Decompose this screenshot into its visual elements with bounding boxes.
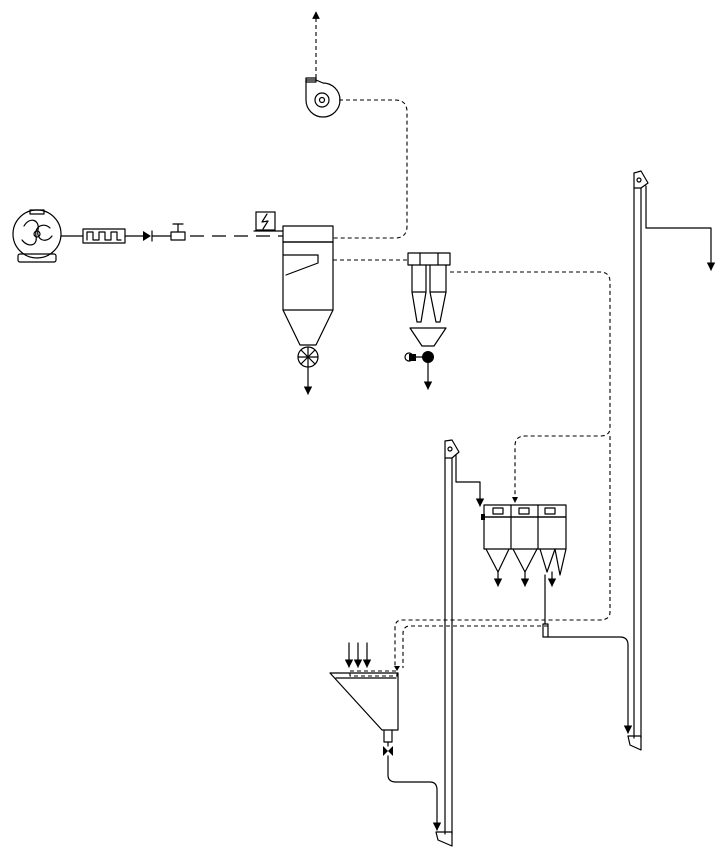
filter-outlet-valve	[542, 623, 549, 638]
roots-blower-icon	[12, 209, 62, 263]
exhaust-fan-icon	[305, 77, 341, 118]
filter-to-elevator-1-line	[547, 636, 633, 734]
dryer-rotary-valve-icon	[297, 346, 319, 368]
hopper-discharge-valve-icon	[383, 741, 393, 756]
twin-cyclone-icon	[407, 252, 451, 347]
spray-dryer-icon	[282, 225, 334, 346]
filter-return-line-2	[402, 625, 548, 668]
filter-inlet-marker	[512, 497, 518, 503]
cyclone-rotary-valve-icon	[404, 351, 434, 363]
elevator-1-discharge-line	[645, 185, 716, 271]
gate-valve-icon	[170, 223, 186, 241]
hopper-to-elevator-2-line	[387, 755, 442, 831]
bucket-elevator-2-icon	[435, 439, 460, 847]
electric-heater-icon	[253, 211, 284, 232]
heater-icon	[82, 228, 126, 244]
elevator-2-discharge-line	[455, 454, 485, 507]
feed-arrows	[344, 642, 372, 668]
bag-filter-icon	[481, 504, 567, 576]
cyclone-to-filter-line	[450, 271, 611, 500]
filter-return-line-1	[394, 436, 611, 668]
feed-hopper-icon	[329, 666, 400, 743]
dryer-exhaust-return-line	[333, 99, 408, 239]
bucket-elevator-1-icon	[627, 170, 649, 751]
check-valve-icon	[143, 230, 153, 242]
